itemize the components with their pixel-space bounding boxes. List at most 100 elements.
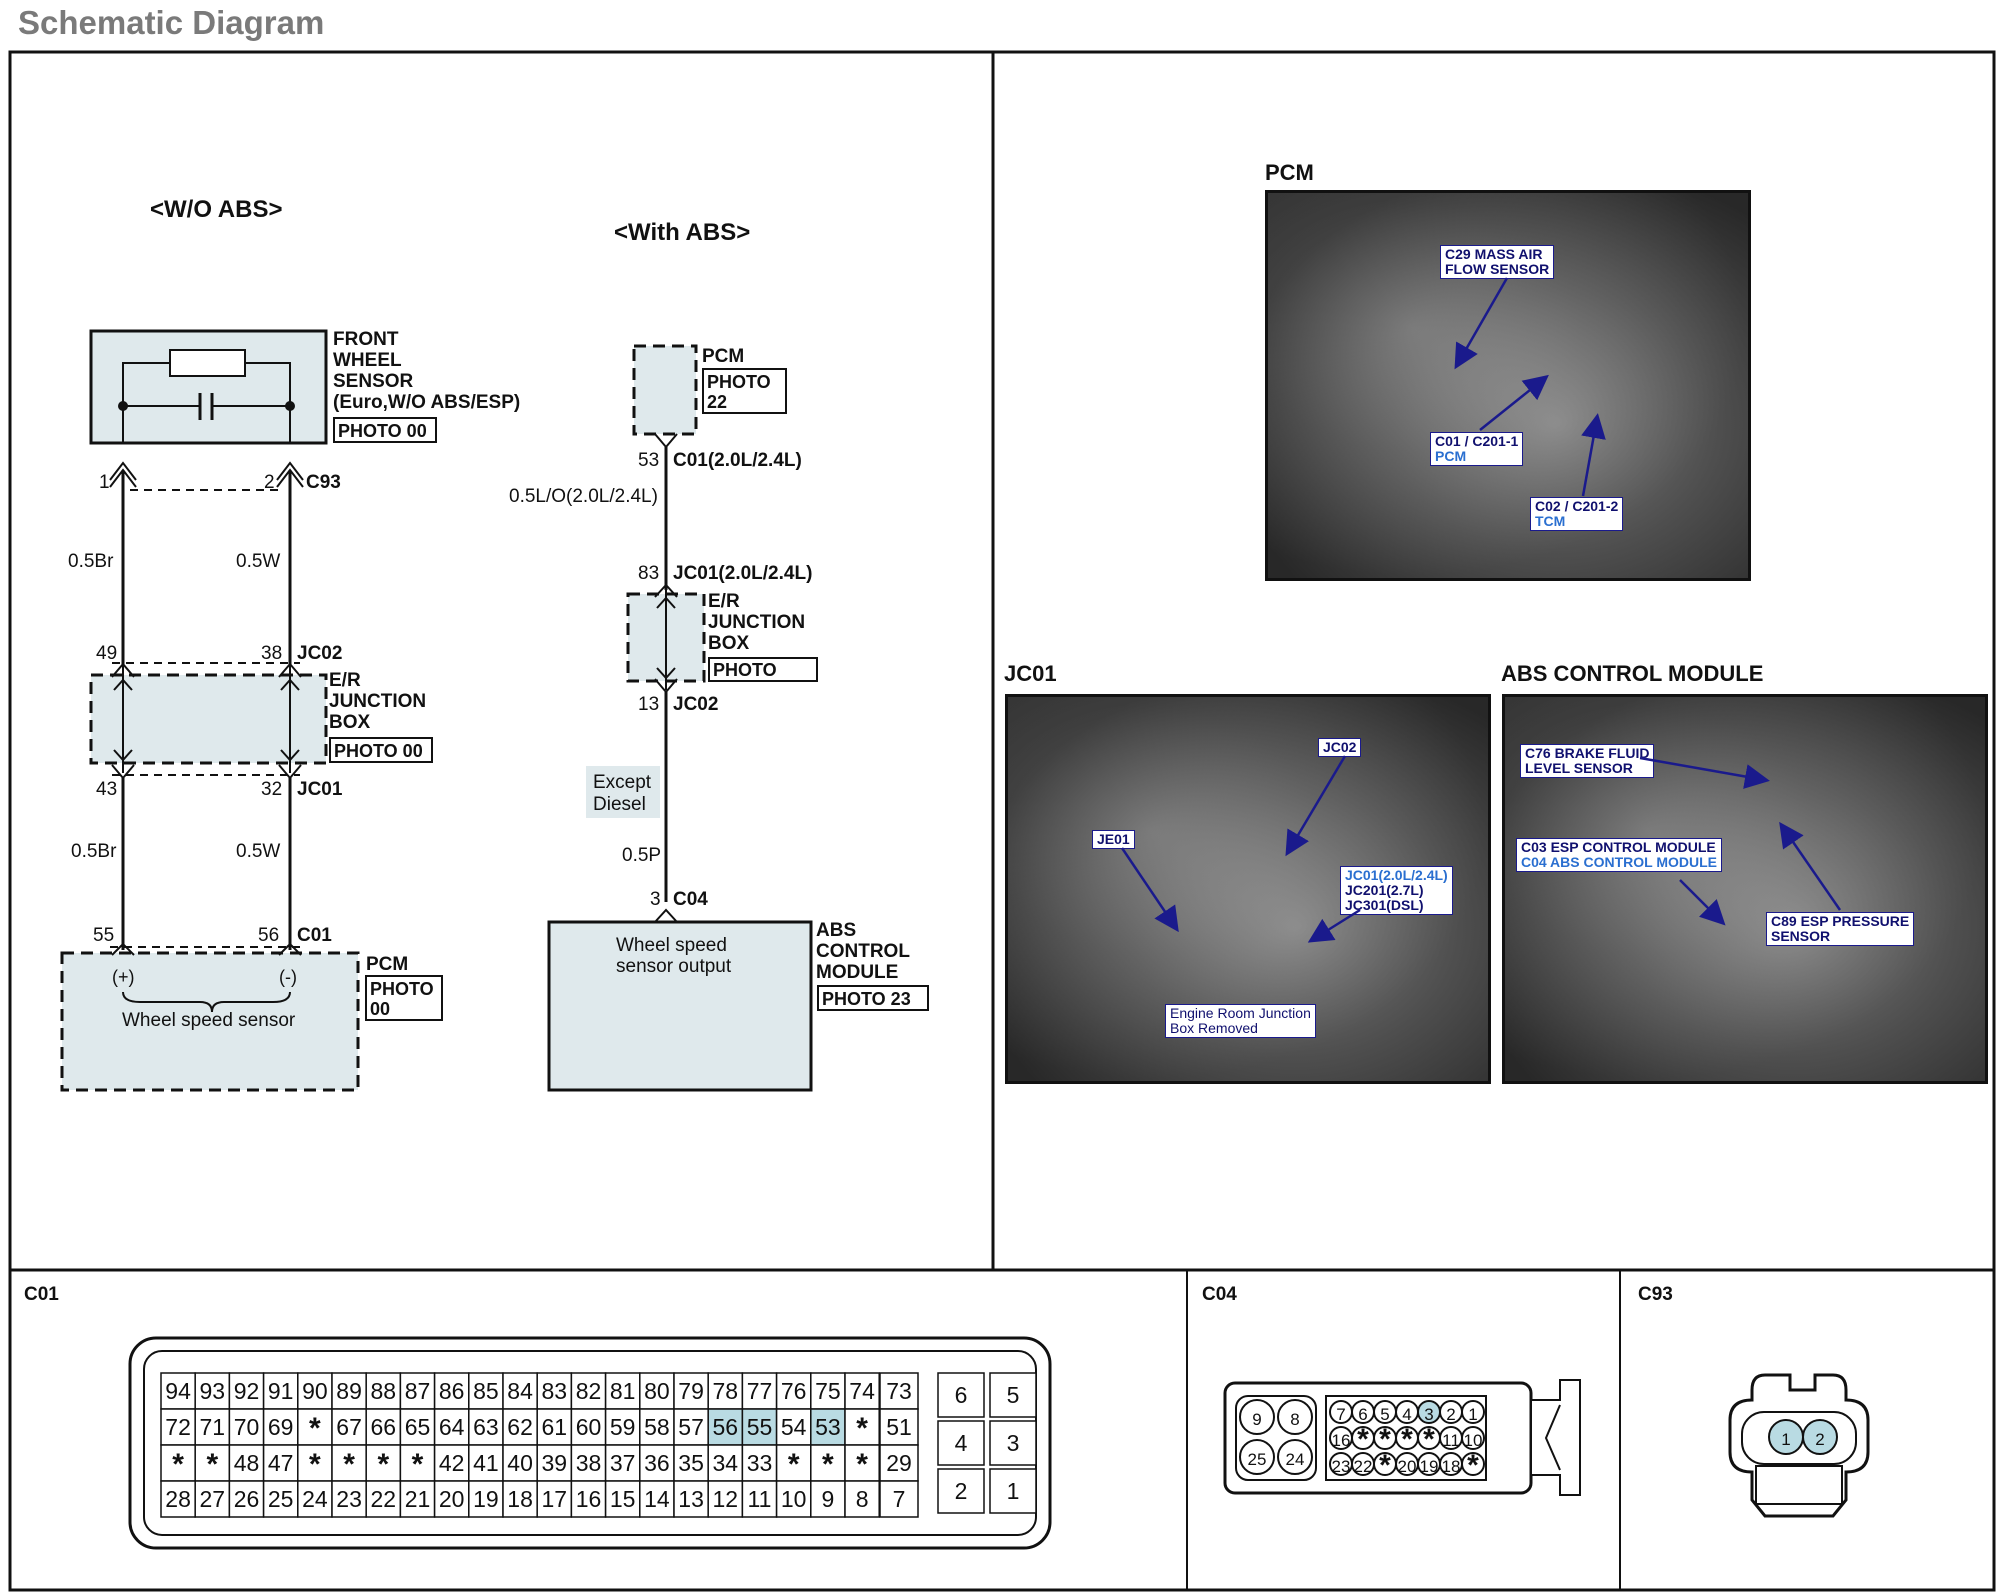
c01-pin-r2c13	[604, 1444, 641, 1482]
pcm-brace	[122, 991, 291, 1013]
with-c04-pin: 3	[650, 889, 661, 910]
c04-pin-r2c5-label: 18	[1442, 1457, 1461, 1476]
c01-pin-r0c5-label: 89	[336, 1378, 362, 1404]
abs-box-label-1: Wheel speed	[616, 935, 727, 956]
c01-pin-r2c14-label: 36	[644, 1450, 670, 1476]
c01-pin-r3c0	[160, 1480, 196, 1518]
jc01-pin-32: 32	[261, 779, 282, 800]
c01-pin-r1c10-label: 62	[507, 1414, 533, 1440]
c01-pin-r0c20	[844, 1372, 880, 1410]
c01-symbol-left	[111, 942, 135, 956]
c01-pin-r2c19-label: *	[822, 1448, 834, 1481]
with-c01-name: C01(2.0L/2.4L)	[673, 450, 802, 471]
c01-pin-r1c19	[810, 1408, 846, 1446]
c01-pin-r1c12-label: 60	[576, 1414, 602, 1440]
c01-pin-r3c8-label: 20	[439, 1486, 465, 1512]
jc02-name: JC02	[297, 643, 342, 664]
c01-right-pin-r2c1-label: 1	[1007, 1478, 1020, 1504]
c01-pin-r3c12	[570, 1480, 607, 1518]
sensor-inner-wire-left	[122, 362, 170, 406]
c01-right-pin-r1c1-label: 3	[1007, 1430, 1020, 1456]
c04-round-pin-0-label: 9	[1252, 1410, 1261, 1429]
c01-pin-r3c20-label: 8	[856, 1486, 869, 1512]
c01-side-pin-3	[879, 1480, 919, 1518]
c04-round-pin-3	[1277, 1439, 1313, 1475]
c01-side-pin-3-label: 7	[893, 1486, 906, 1512]
c01-pin-55: 55	[93, 925, 114, 946]
c01-pin-r1c17-label: 55	[747, 1414, 773, 1440]
c04-pin-r0c3-label: 4	[1402, 1405, 1411, 1424]
c01-pin-r2c15-label: 35	[678, 1450, 704, 1476]
c01-pin-r1c15-label: 57	[678, 1414, 704, 1440]
with-junction-photo-label: PHOTO	[713, 660, 777, 680]
c01-pin-r0c0-label: 94	[165, 1378, 191, 1404]
c01-pin-r1c16-label: 56	[713, 1414, 739, 1440]
with-c04-symbol	[654, 908, 678, 923]
junction-photo-box	[329, 737, 433, 763]
c01-pin-r3c10	[502, 1480, 538, 1518]
wire-upper-left-label: 0.5Br	[68, 551, 114, 572]
c01-pin-r3c4-label: 24	[302, 1486, 328, 1512]
c01-pin-r3c18-label: 10	[781, 1486, 807, 1512]
c01-right-pin-r0c1-label: 5	[1007, 1382, 1020, 1408]
c01-pin-r1c19-label: 53	[815, 1414, 841, 1440]
c01-pin-r0c20-label: 74	[849, 1378, 875, 1404]
c01-right-pin-r0c0	[937, 1372, 985, 1418]
sensor-label-1: FRONT	[333, 329, 399, 350]
photo-jc01-title: JC01	[1004, 661, 1057, 686]
c04-pin-r0c1-label: 6	[1358, 1405, 1367, 1424]
c04-pin-r1c1-label: *	[1357, 1423, 1369, 1456]
c01-right-pin-r1c0	[937, 1420, 985, 1466]
sensor-resistor	[169, 349, 246, 377]
c01-pin-56: 56	[258, 925, 279, 946]
with-junction-label-2: JUNCTION	[708, 612, 805, 633]
c01-pin-r3c1-label: 27	[200, 1486, 226, 1512]
c01-pin-r0c18	[775, 1372, 812, 1410]
c01-pin-r0c4-label: 90	[302, 1378, 328, 1404]
c04-pin-r2c2-label: *	[1379, 1449, 1391, 1482]
c04-pin-r1c2-label: *	[1379, 1423, 1391, 1456]
c01-pin-r1c9	[468, 1408, 504, 1446]
except-label-2: Diesel	[593, 794, 646, 815]
c93-lower-frame	[1755, 1465, 1843, 1505]
c01-pin-r2c5	[331, 1444, 367, 1482]
c01-pin-r3c17	[741, 1480, 778, 1518]
c01-pin-r0c10-label: 84	[507, 1378, 533, 1404]
with-jc01-pin: 83	[638, 563, 659, 584]
c04-pin-r2c0-label: 23	[1332, 1457, 1351, 1476]
junction-photo-label: PHOTO 00	[334, 741, 423, 761]
sensor-inner-wire-right	[245, 362, 291, 406]
c01-pin-r3c14-label: 14	[644, 1486, 670, 1512]
c01-pin-r2c20	[844, 1444, 880, 1482]
c01-pin-r0c16-label: 78	[713, 1378, 739, 1404]
c04-pin-r2c6-label: *	[1467, 1449, 1479, 1482]
pcm-photo-line1: PHOTO	[370, 979, 434, 999]
junction-arrows-right	[280, 678, 300, 762]
c04-round-pin-2	[1239, 1439, 1275, 1475]
c01-pin-r2c5-label: *	[343, 1448, 355, 1481]
pcm-box-wo-abs	[60, 951, 360, 1092]
c01-connector-title: C01	[24, 1284, 59, 1305]
c04-round-pin-1-label: 8	[1290, 1410, 1299, 1429]
c01-pin-r0c1	[194, 1372, 231, 1410]
c01-side-pin-0	[879, 1372, 919, 1410]
c04-pin-r2c1-label: 22	[1354, 1457, 1373, 1476]
junction-box-wo-abs	[89, 673, 328, 765]
c01-pin-r1c20-label: *	[856, 1412, 868, 1445]
c01-pin-r2c11-label: 39	[542, 1450, 568, 1476]
c01-pin-r3c15-label: 13	[678, 1486, 704, 1512]
c01-pin-r0c12	[570, 1372, 607, 1410]
c01-right-pin-r1c1	[989, 1420, 1037, 1466]
c01-right-pin-r1c0-label: 4	[955, 1430, 968, 1456]
with-jc01-name: JC01(2.0L/2.4L)	[673, 563, 812, 584]
c01-right-pin-r2c0	[937, 1468, 985, 1514]
c01-pin-r1c4-label: *	[309, 1412, 321, 1445]
c01-pin-r1c16	[707, 1408, 744, 1446]
c01-pin-r1c6	[365, 1408, 402, 1446]
jc02-symbol-left	[111, 662, 135, 678]
